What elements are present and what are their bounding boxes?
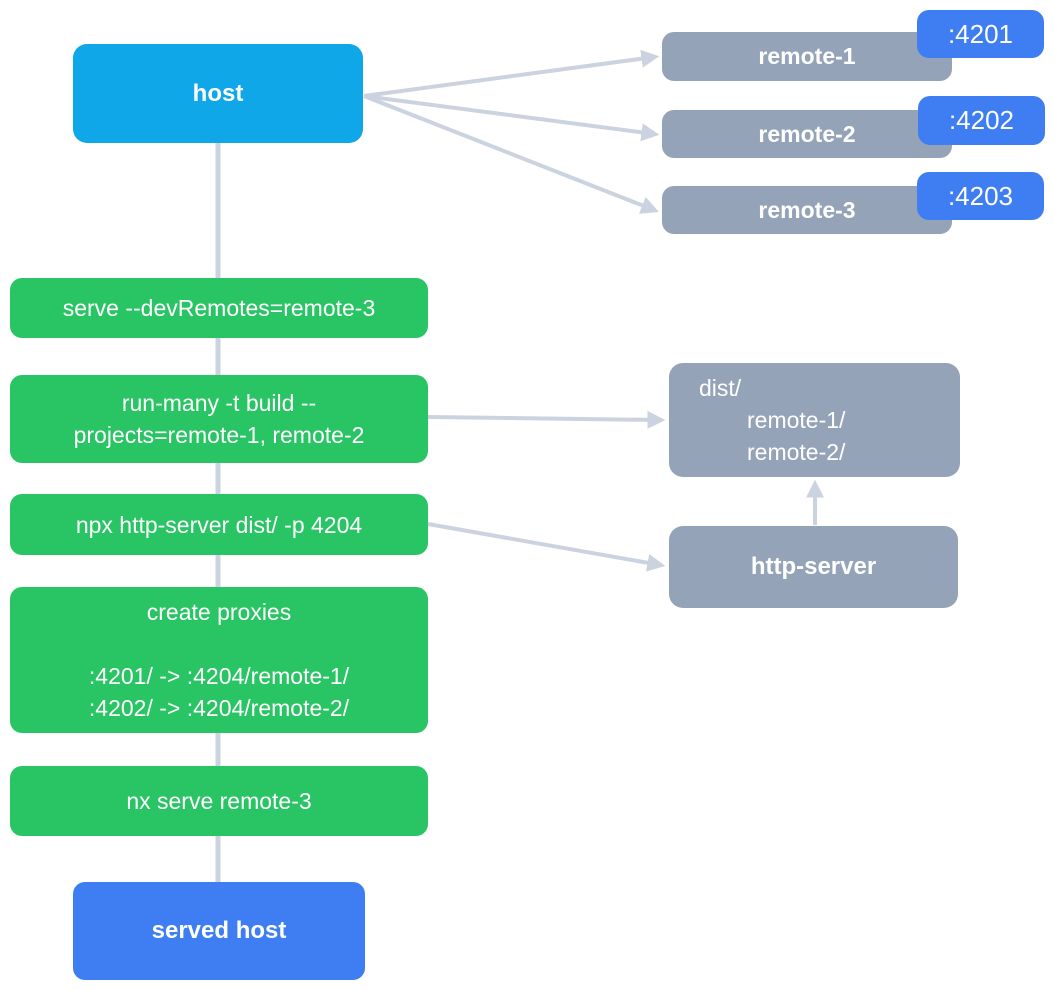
step-4-line-4: :4202/ -> :4204/remote-2/ [88, 695, 350, 721]
port-badge-4202: :4202 [918, 96, 1045, 145]
node-remote-2: remote-2 [662, 110, 952, 158]
step-nx-serve-remote-3: nx serve remote-3 [10, 766, 428, 836]
remote-1-label: remote-1 [758, 43, 856, 69]
step-create-proxies: create proxies :4201/ -> :4204/remote-1/… [10, 587, 428, 733]
node-remote-3: remote-3 [662, 186, 952, 234]
node-http-server: http-server [669, 526, 958, 608]
step-4-line-3: :4201/ -> :4204/remote-1/ [88, 663, 350, 689]
port-badge-4203: :4203 [917, 172, 1044, 220]
step-3-line: npx http-server dist/ -p 4204 [75, 511, 363, 538]
node-dist-folder: dist/ remote-1/ remote-2/ [669, 363, 960, 477]
edge-host-remote-1 [363, 49, 660, 98]
step-4-line-1: create proxies [146, 599, 292, 625]
node-host: host [73, 44, 363, 143]
step-2-line-1: run-many -t build -- [121, 390, 317, 416]
step-serve-devremotes: serve --devRemotes=remote-3 [10, 278, 428, 338]
host-label: host [192, 79, 244, 107]
dist-line-remote-2: remote-2/ [747, 439, 846, 465]
node-served-host: served host [73, 882, 365, 980]
port-4201-label: :4201 [947, 18, 1014, 49]
step-2-line-2: projects=remote-1, remote-2 [73, 422, 365, 448]
http-server-label: http-server [750, 553, 877, 580]
node-remote-1: remote-1 [662, 32, 952, 81]
port-4203-label: :4203 [947, 180, 1014, 211]
edge-command-httpserver [427, 522, 666, 572]
served-host-label: served host [151, 917, 287, 944]
step-5-line: nx serve remote-3 [126, 788, 312, 814]
dist-line-remote-1: remote-1/ [747, 407, 846, 433]
port-badge-4201: :4201 [917, 10, 1044, 58]
edge-build-dist [427, 410, 666, 429]
remote-3-label: remote-3 [758, 196, 856, 223]
edge-host-remote-2 [363, 94, 660, 142]
remote-2-label: remote-2 [758, 120, 856, 147]
step-npx-http-server: npx http-server dist/ -p 4204 [10, 494, 428, 555]
step-run-many-build: run-many -t build -- projects=remote-1, … [10, 375, 428, 463]
step-1-line: serve --devRemotes=remote-3 [62, 295, 376, 321]
dist-line-root: dist/ [699, 375, 742, 401]
edge-host-remote-3 [363, 94, 660, 214]
port-4202-label: :4202 [948, 105, 1015, 135]
